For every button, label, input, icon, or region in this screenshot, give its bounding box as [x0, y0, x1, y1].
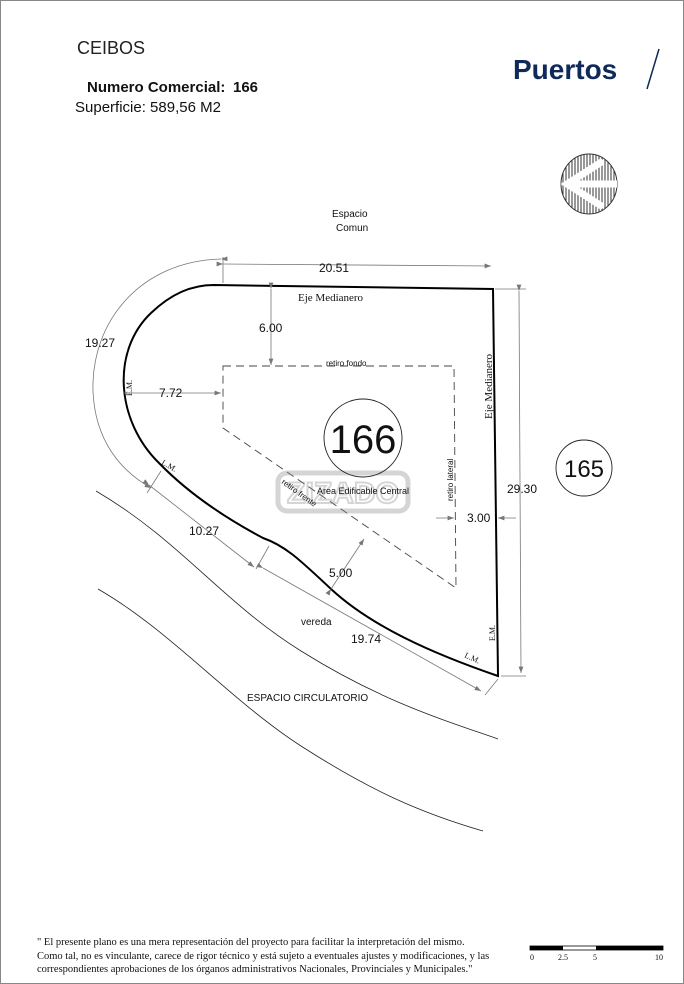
- dimension-side-setback: 3.00: [467, 511, 491, 525]
- watermark-logo: ZIZADO: [275, 470, 411, 514]
- retiro-lateral-label: retiro lateral: [446, 459, 455, 501]
- eje-medianero-right-label: Eje Medianero: [483, 353, 495, 419]
- disclaimer: " El presente plano es una mera represen…: [37, 936, 489, 977]
- svg-text:0: 0: [530, 953, 534, 962]
- em-right-label: E.M.: [488, 625, 497, 641]
- lot-area: Superficie: 589,56 M2: [75, 99, 221, 116]
- svg-text:ZIZADO: ZIZADO: [287, 477, 399, 510]
- dimension-arc: 19.27: [85, 336, 115, 350]
- dimension-left-setback: 7.72: [159, 386, 183, 400]
- neighbor-lot-circle: [555, 439, 613, 497]
- dimension-front-setback: 5.00: [329, 566, 353, 580]
- eje-medianero-top-label: Eje Medianero: [298, 292, 364, 304]
- svg-text:Puertos: Puertos: [513, 54, 617, 85]
- scale-bar: 0 2.5 5 10: [529, 945, 664, 962]
- svg-text:2.5: 2.5: [558, 953, 568, 962]
- svg-text:10: 10: [655, 953, 663, 962]
- retiro-fondo-label: retiro fondo: [326, 359, 367, 368]
- espacio-circulatorio-label: ESPACIO CIRCULATORIO: [247, 693, 368, 704]
- lm-left-label: L.M.: [160, 458, 178, 474]
- dimension-right: 29.30: [507, 482, 537, 496]
- em-left-label: E.M.: [125, 380, 134, 396]
- dimension-lines: [92, 256, 526, 696]
- lot-number-label: 166: [330, 418, 397, 462]
- buildable-area-label: Area Edificable Central: [317, 486, 409, 496]
- svg-text:5: 5: [593, 953, 597, 962]
- disclaimer-line: " El presente plano es una mera represen…: [37, 937, 465, 948]
- disclaimer-line: Como tal, no es vinculante, carece de ri…: [37, 950, 490, 962]
- vereda-label: vereda: [301, 617, 332, 628]
- dimension-top: 20.51: [319, 261, 349, 275]
- espacio-comun-label: Espacio: [332, 209, 368, 220]
- dimension-front-b: 19.74: [351, 632, 381, 646]
- street-line-outer: [97, 588, 484, 832]
- north-arrow-icon: [560, 153, 618, 215]
- espacio-comun-label-2: Comun: [336, 223, 368, 234]
- lot-number-circle: [323, 398, 403, 478]
- dimension-front-a: 10.27: [189, 524, 219, 538]
- disclaimer-line: correspondientes aprobaciones de los órg…: [37, 964, 473, 975]
- lot-number: 166: [233, 79, 258, 96]
- lm-right-label: L.M.: [463, 651, 481, 666]
- brand-logo: Puertos: [513, 48, 660, 90]
- neighbor-lot-label: 165: [564, 456, 604, 483]
- lot-label: Numero Comercial:: [87, 79, 225, 96]
- dimension-rear-setback: 6.00: [259, 321, 283, 335]
- development-name: CEIBOS: [77, 38, 145, 58]
